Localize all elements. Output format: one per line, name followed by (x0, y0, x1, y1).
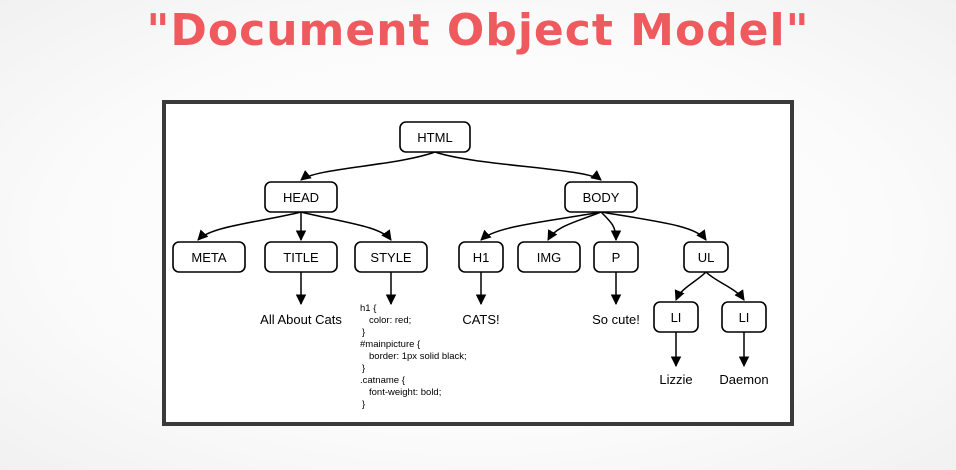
css-line: h1 { (360, 303, 376, 314)
leaf-li2-text: Daemon (719, 372, 768, 387)
leaf-li1-text: Lizzie (659, 372, 692, 387)
css-line: font-weight: bold; (369, 387, 441, 398)
node-meta-label: META (191, 250, 226, 265)
leaf-title-text: All About Cats (260, 312, 342, 327)
edge-html-body (434, 151, 602, 181)
page-title: "Document Object Model" (146, 5, 810, 56)
css-line: .catname { (360, 375, 405, 386)
leaf-h1-text: CATS! (462, 312, 499, 327)
node-img: IMG (517, 241, 581, 273)
node-li-2-label: LI (739, 310, 750, 325)
edge-head-meta (197, 211, 302, 241)
edge-head-style (300, 211, 392, 241)
node-h1: H1 (458, 241, 504, 273)
css-line: border: 1px solid black; (369, 351, 467, 362)
node-head: HEAD (264, 181, 338, 213)
node-title: TITLE (264, 241, 338, 273)
node-li-2: LI (721, 301, 767, 333)
css-line: #mainpicture { (360, 339, 420, 350)
node-ul: UL (683, 241, 729, 273)
css-line: color: red; (369, 315, 411, 326)
dom-tree-panel: HTML HEAD BODY META TITLE STYLE H1 IMG (162, 100, 794, 426)
edge-ul-li1 (674, 271, 707, 301)
edge-body-ul (600, 211, 707, 241)
css-line: } (362, 363, 365, 374)
node-ul-label: UL (698, 250, 715, 265)
node-meta: META (172, 241, 246, 273)
node-body: BODY (564, 181, 638, 213)
node-head-label: HEAD (283, 190, 319, 205)
style-code-block: h1 { color: red; } #mainpicture { border… (360, 303, 467, 410)
node-li-1: LI (653, 301, 699, 333)
edge-ul-li2 (705, 271, 745, 301)
node-p-label: P (612, 250, 621, 265)
edge-body-img (547, 211, 602, 241)
edge-body-p (600, 211, 622, 242)
edge-body-h1 (480, 211, 602, 241)
node-img-label: IMG (537, 250, 562, 265)
node-style: STYLE (354, 241, 428, 273)
node-html: HTML (399, 121, 471, 153)
leaf-p-text: So cute! (592, 312, 640, 327)
css-line: } (362, 399, 365, 410)
node-style-label: STYLE (370, 250, 412, 265)
css-line: } (362, 327, 365, 338)
node-h1-label: H1 (473, 250, 490, 265)
node-li-1-label: LI (671, 310, 682, 325)
node-html-label: HTML (417, 130, 452, 145)
node-body-label: BODY (583, 190, 620, 205)
node-title-label: TITLE (283, 250, 319, 265)
dom-tree-diagram: HTML HEAD BODY META TITLE STYLE H1 IMG (172, 121, 769, 410)
edge-html-head (300, 151, 436, 181)
node-p: P (593, 241, 639, 273)
tree-edges (197, 151, 750, 368)
